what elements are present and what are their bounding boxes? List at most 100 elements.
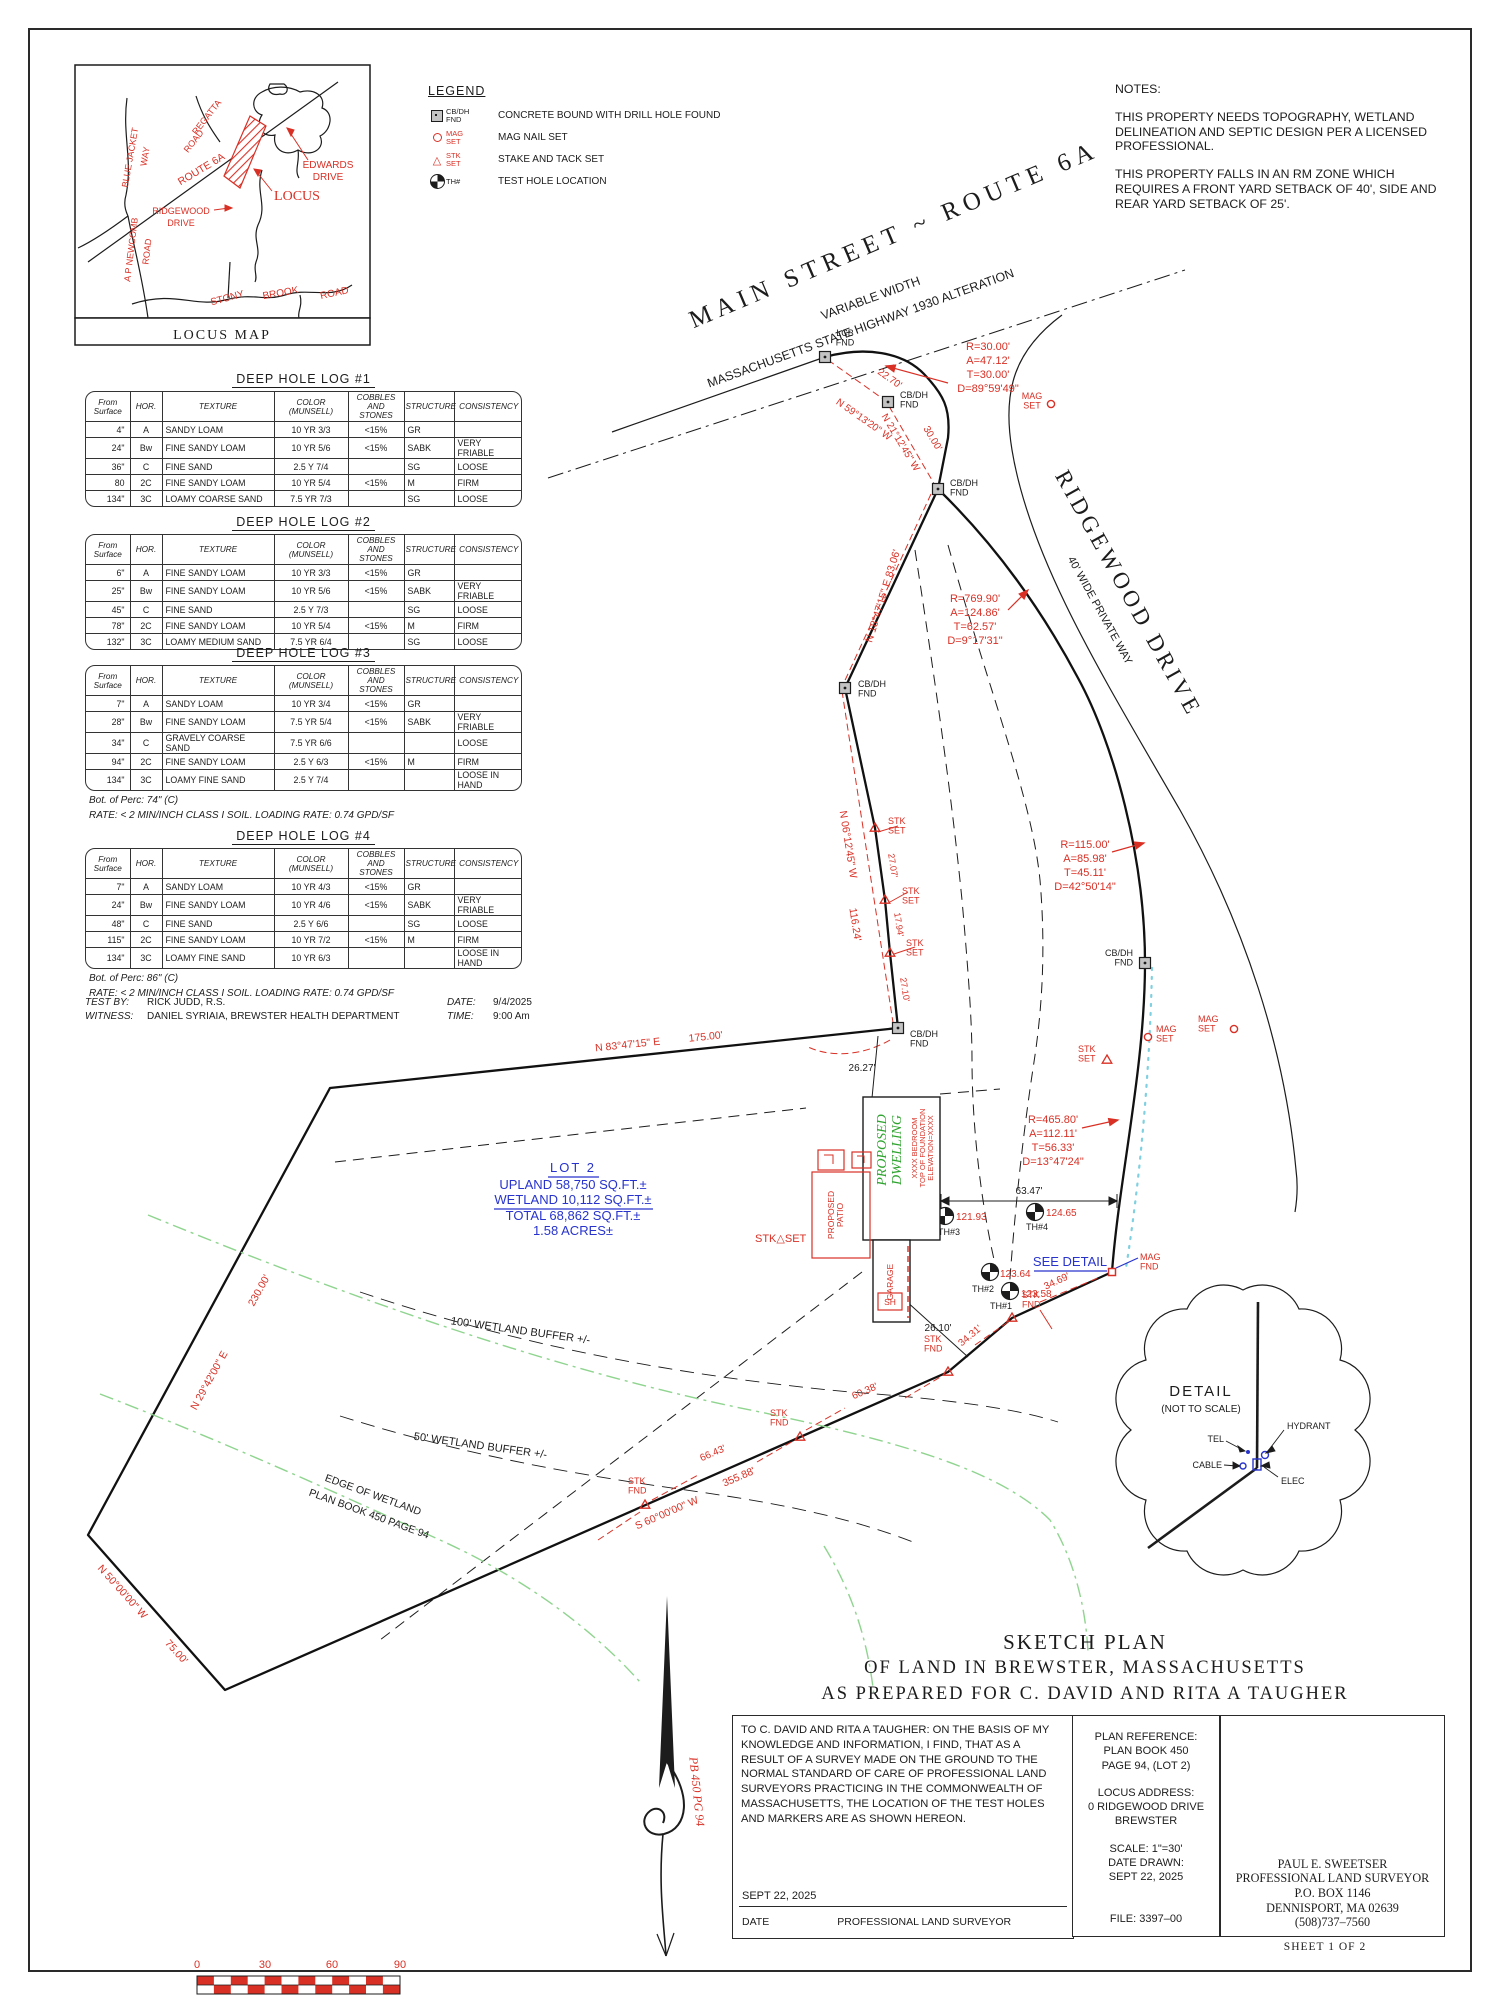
detail-title: DETAIL — [1169, 1383, 1232, 1400]
log-cell: <15% — [347, 437, 405, 460]
wetland-buffer-lines — [339, 1291, 1059, 1545]
log-cell: 2.5 Y 7/4 — [273, 769, 349, 791]
address-line2: BREWSTER — [1114, 1815, 1178, 1828]
log-note: Bot. of Perc: 74" (C) — [89, 795, 179, 807]
wetland-edge-lines — [99, 1214, 1089, 1697]
log-cell: 134" — [86, 769, 131, 791]
log-cell: VERY FRIABLE — [453, 580, 521, 603]
log-cell — [453, 878, 521, 896]
log-cell: 45" — [86, 601, 131, 619]
legend-desc: MAG NAIL SET — [498, 132, 568, 143]
detail-inset: DETAIL (NOT TO SCALE) TEL CABLE HYDRANT … — [1115, 1284, 1371, 1576]
log-cell: 7" — [86, 695, 131, 713]
log-cell: 10 YR 5/6 — [273, 437, 349, 460]
log-cell: LOOSE — [453, 633, 521, 650]
bearing-label: N 83°47'15" E — [595, 1036, 661, 1055]
log-cell: 10 YR 5/6 — [273, 580, 349, 603]
log-cell: 7.5 YR 7/3 — [273, 490, 349, 507]
distance-label: 175.00' — [688, 1029, 723, 1045]
log-cell: 10 YR 3/4 — [273, 695, 349, 713]
lot-upland: UPLAND 58,750 SQ.FT.± — [499, 1177, 646, 1192]
log-column-header: HOR. — [129, 666, 163, 697]
log-cell: GR — [403, 878, 455, 896]
file-number: FILE: 3397–00 — [1109, 1912, 1183, 1925]
log-cell: 2.5 Y 6/3 — [273, 753, 349, 771]
mag-nail-icon — [432, 133, 442, 142]
log-cell: SANDY LOAM — [161, 878, 275, 896]
distance-label: 66.43' — [698, 1443, 727, 1464]
bearing-label: N 18°47'15" E 83.06' — [863, 548, 903, 644]
log-cell: SG — [403, 601, 455, 619]
log-cell: SABK — [403, 437, 455, 460]
buffer-label: 50' WETLAND BUFFER +/- — [413, 1431, 548, 1462]
log-cell: SANDY LOAM — [161, 695, 275, 713]
lot-acres: 1.58 ACRES± — [533, 1223, 613, 1238]
log-cell: GRAVELY COARSE SAND — [161, 732, 275, 755]
log-notes: Bot. of Perc: 74" (C) RATE: < 2 MIN/INCH … — [85, 795, 522, 821]
log-column-header: HOR. — [129, 849, 163, 880]
log-column-header: COLOR(MUNSELL) — [273, 535, 349, 566]
witness-label: WITNESS: — [85, 1011, 134, 1022]
log-cell: 94" — [86, 753, 131, 771]
legend-title: LEGEND — [428, 84, 486, 98]
log-cell: 28" — [86, 711, 131, 734]
log-cell: FINE SANDY LOAM — [161, 931, 275, 949]
log-note: RATE: < 2 MIN/INCH CLASS I SOIL. LOADING… — [89, 810, 394, 822]
log-cell: C — [129, 458, 163, 476]
log-cell — [453, 695, 521, 713]
curve-line: T=45.11' — [1064, 867, 1106, 879]
log-cell: 134" — [86, 490, 131, 507]
log-cell — [347, 915, 405, 933]
bearing-label: S 60°00'00" W — [633, 1494, 700, 1532]
log-cell: 10 YR 5/4 — [273, 474, 349, 492]
log-cell: M — [403, 617, 455, 635]
log-cell: VERY FRIABLE — [453, 894, 521, 917]
log-cell: 6" — [86, 564, 131, 582]
legend-desc: STAKE AND TACK SET — [498, 154, 605, 165]
lot-total: TOTAL 68,862 SQ.FT.± — [506, 1208, 641, 1223]
test-hole-label: TH#2 — [972, 1284, 994, 1294]
log-cell: M — [403, 753, 455, 771]
curve-line: A=124.86' — [950, 607, 1000, 619]
log-cell: FIRM — [453, 474, 521, 492]
surveyor-title: PROFESSIONAL LAND SURVEYOR — [1235, 1871, 1430, 1886]
ref-page: PAGE 94, (LOT 2) — [1101, 1759, 1191, 1772]
log-cell: <15% — [347, 617, 405, 635]
buffer-label: 100' WETLAND BUFFER +/- — [450, 1315, 591, 1346]
log-cell: 10 YR 3/3 — [273, 564, 349, 582]
plan-reference-box: PLAN REFERENCE: PLAN BOOK 450 PAGE 94, (… — [1072, 1715, 1220, 1937]
marker-label: STK△SET — [755, 1233, 807, 1245]
log-cell: A — [129, 695, 163, 713]
log-cell: LOAMY FINE SAND — [161, 947, 275, 969]
log-cell: LOOSE — [453, 490, 521, 507]
log-cell: <15% — [347, 878, 405, 896]
certification-text: TO C. DAVID AND RITA A TAUGHER: ON THE B… — [741, 1724, 1050, 1825]
log-cell: 10 YR 5/4 — [273, 617, 349, 635]
locus-leaders — [213, 127, 309, 212]
log-cell: 2C — [129, 931, 163, 949]
log-cell: <15% — [347, 474, 405, 492]
elec-label: ELEC — [1281, 1476, 1305, 1486]
log-cell: LOOSE — [453, 732, 521, 755]
log-cell: 2.5 Y 7/4 — [273, 458, 349, 476]
log-cell: SG — [403, 915, 455, 933]
surveyor-name: PAUL E. SWEETSER — [1277, 1856, 1388, 1871]
shed-label: SH — [884, 1297, 896, 1307]
locus-road-label: EDWARDS — [303, 160, 354, 171]
log-title: DEEP HOLE LOG #1 — [85, 372, 522, 388]
log-cell — [453, 421, 521, 439]
